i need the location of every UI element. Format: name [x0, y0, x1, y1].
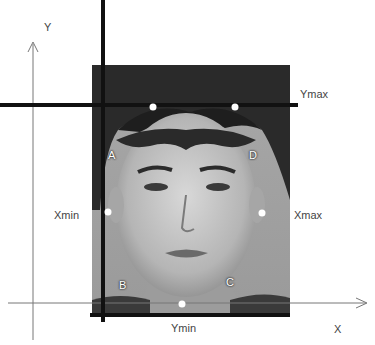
fringe-lower [116, 129, 256, 150]
bound-label: Xmax [294, 210, 322, 221]
ear [108, 187, 124, 223]
bound-line [0, 103, 298, 107]
photo-ground [92, 65, 290, 315]
axis-label: Y [44, 22, 51, 33]
bound-label: Xmin [54, 210, 79, 221]
ear [249, 187, 265, 223]
feature-point [150, 104, 157, 111]
bound-line [101, 0, 105, 322]
bound-line [90, 313, 290, 317]
nose [182, 195, 194, 231]
bound-label: Ymax [300, 89, 328, 100]
point-label: A [108, 150, 115, 161]
x-axis [8, 303, 366, 304]
point-label: C [226, 277, 234, 288]
bound-label: Ymin [171, 323, 196, 334]
feature-point [179, 301, 186, 308]
axis-arrowhead [356, 298, 367, 308]
feature-point [232, 104, 239, 111]
feature-point [259, 210, 266, 217]
collar [92, 296, 150, 315]
mouth [165, 250, 208, 258]
eye [206, 183, 230, 191]
eye [144, 183, 168, 191]
axis-arrowhead [28, 42, 38, 52]
axis-label: X [334, 324, 341, 335]
point-label: B [119, 280, 126, 291]
y-axis [33, 44, 34, 340]
point-label: D [249, 150, 257, 161]
face [116, 113, 256, 297]
eyebrow [138, 167, 172, 172]
collar [230, 294, 290, 315]
feature-point [105, 209, 112, 216]
eyebrow [200, 167, 235, 172]
